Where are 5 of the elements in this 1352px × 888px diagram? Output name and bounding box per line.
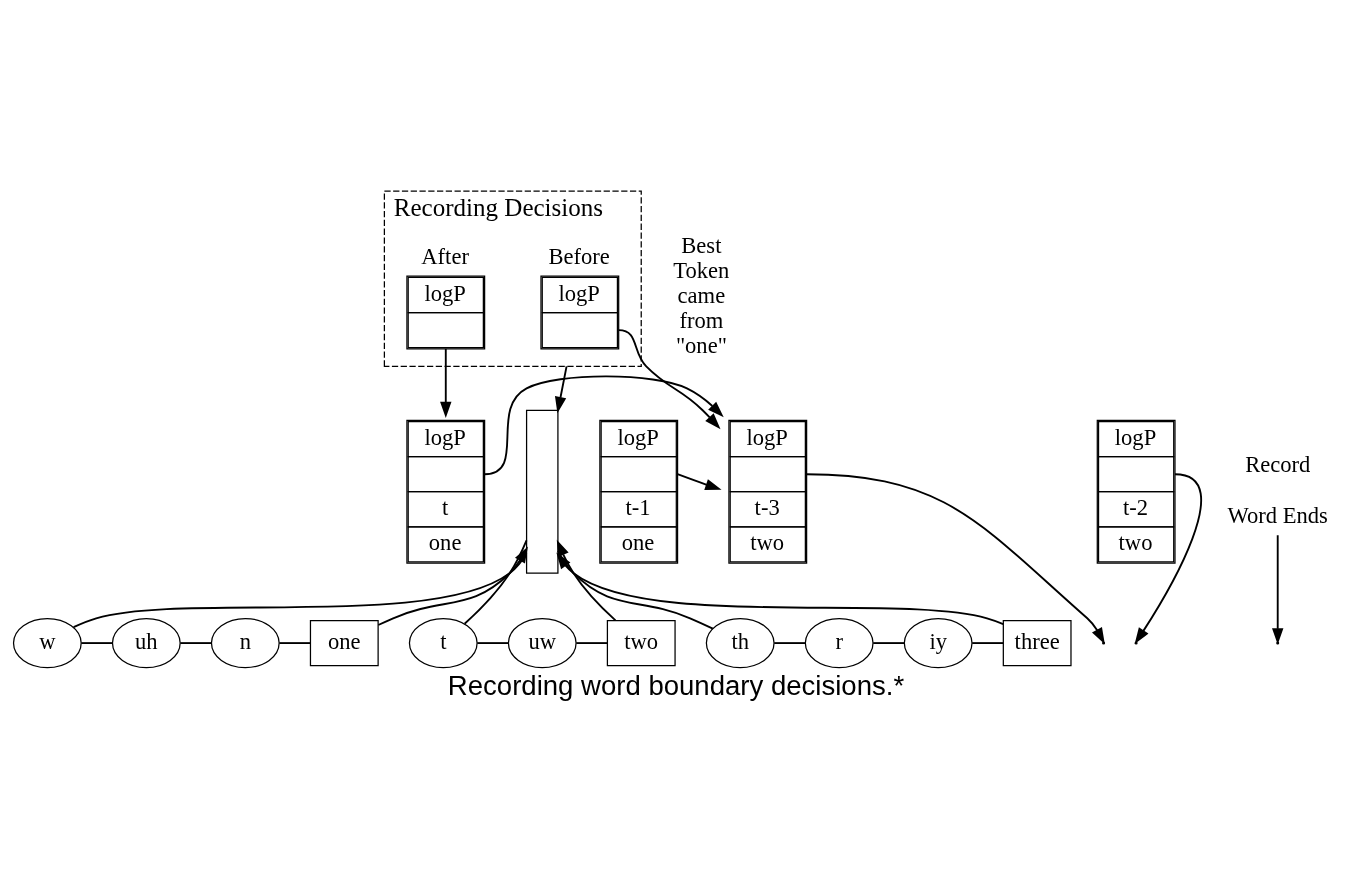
node-label: Before: [548, 243, 610, 269]
caption: Recording word boundary decisions.*: [447, 669, 905, 701]
label: Best Token came from "one": [673, 232, 730, 358]
node-label: After: [421, 243, 469, 269]
node-text: Record Word Ends: [1227, 451, 1328, 528]
